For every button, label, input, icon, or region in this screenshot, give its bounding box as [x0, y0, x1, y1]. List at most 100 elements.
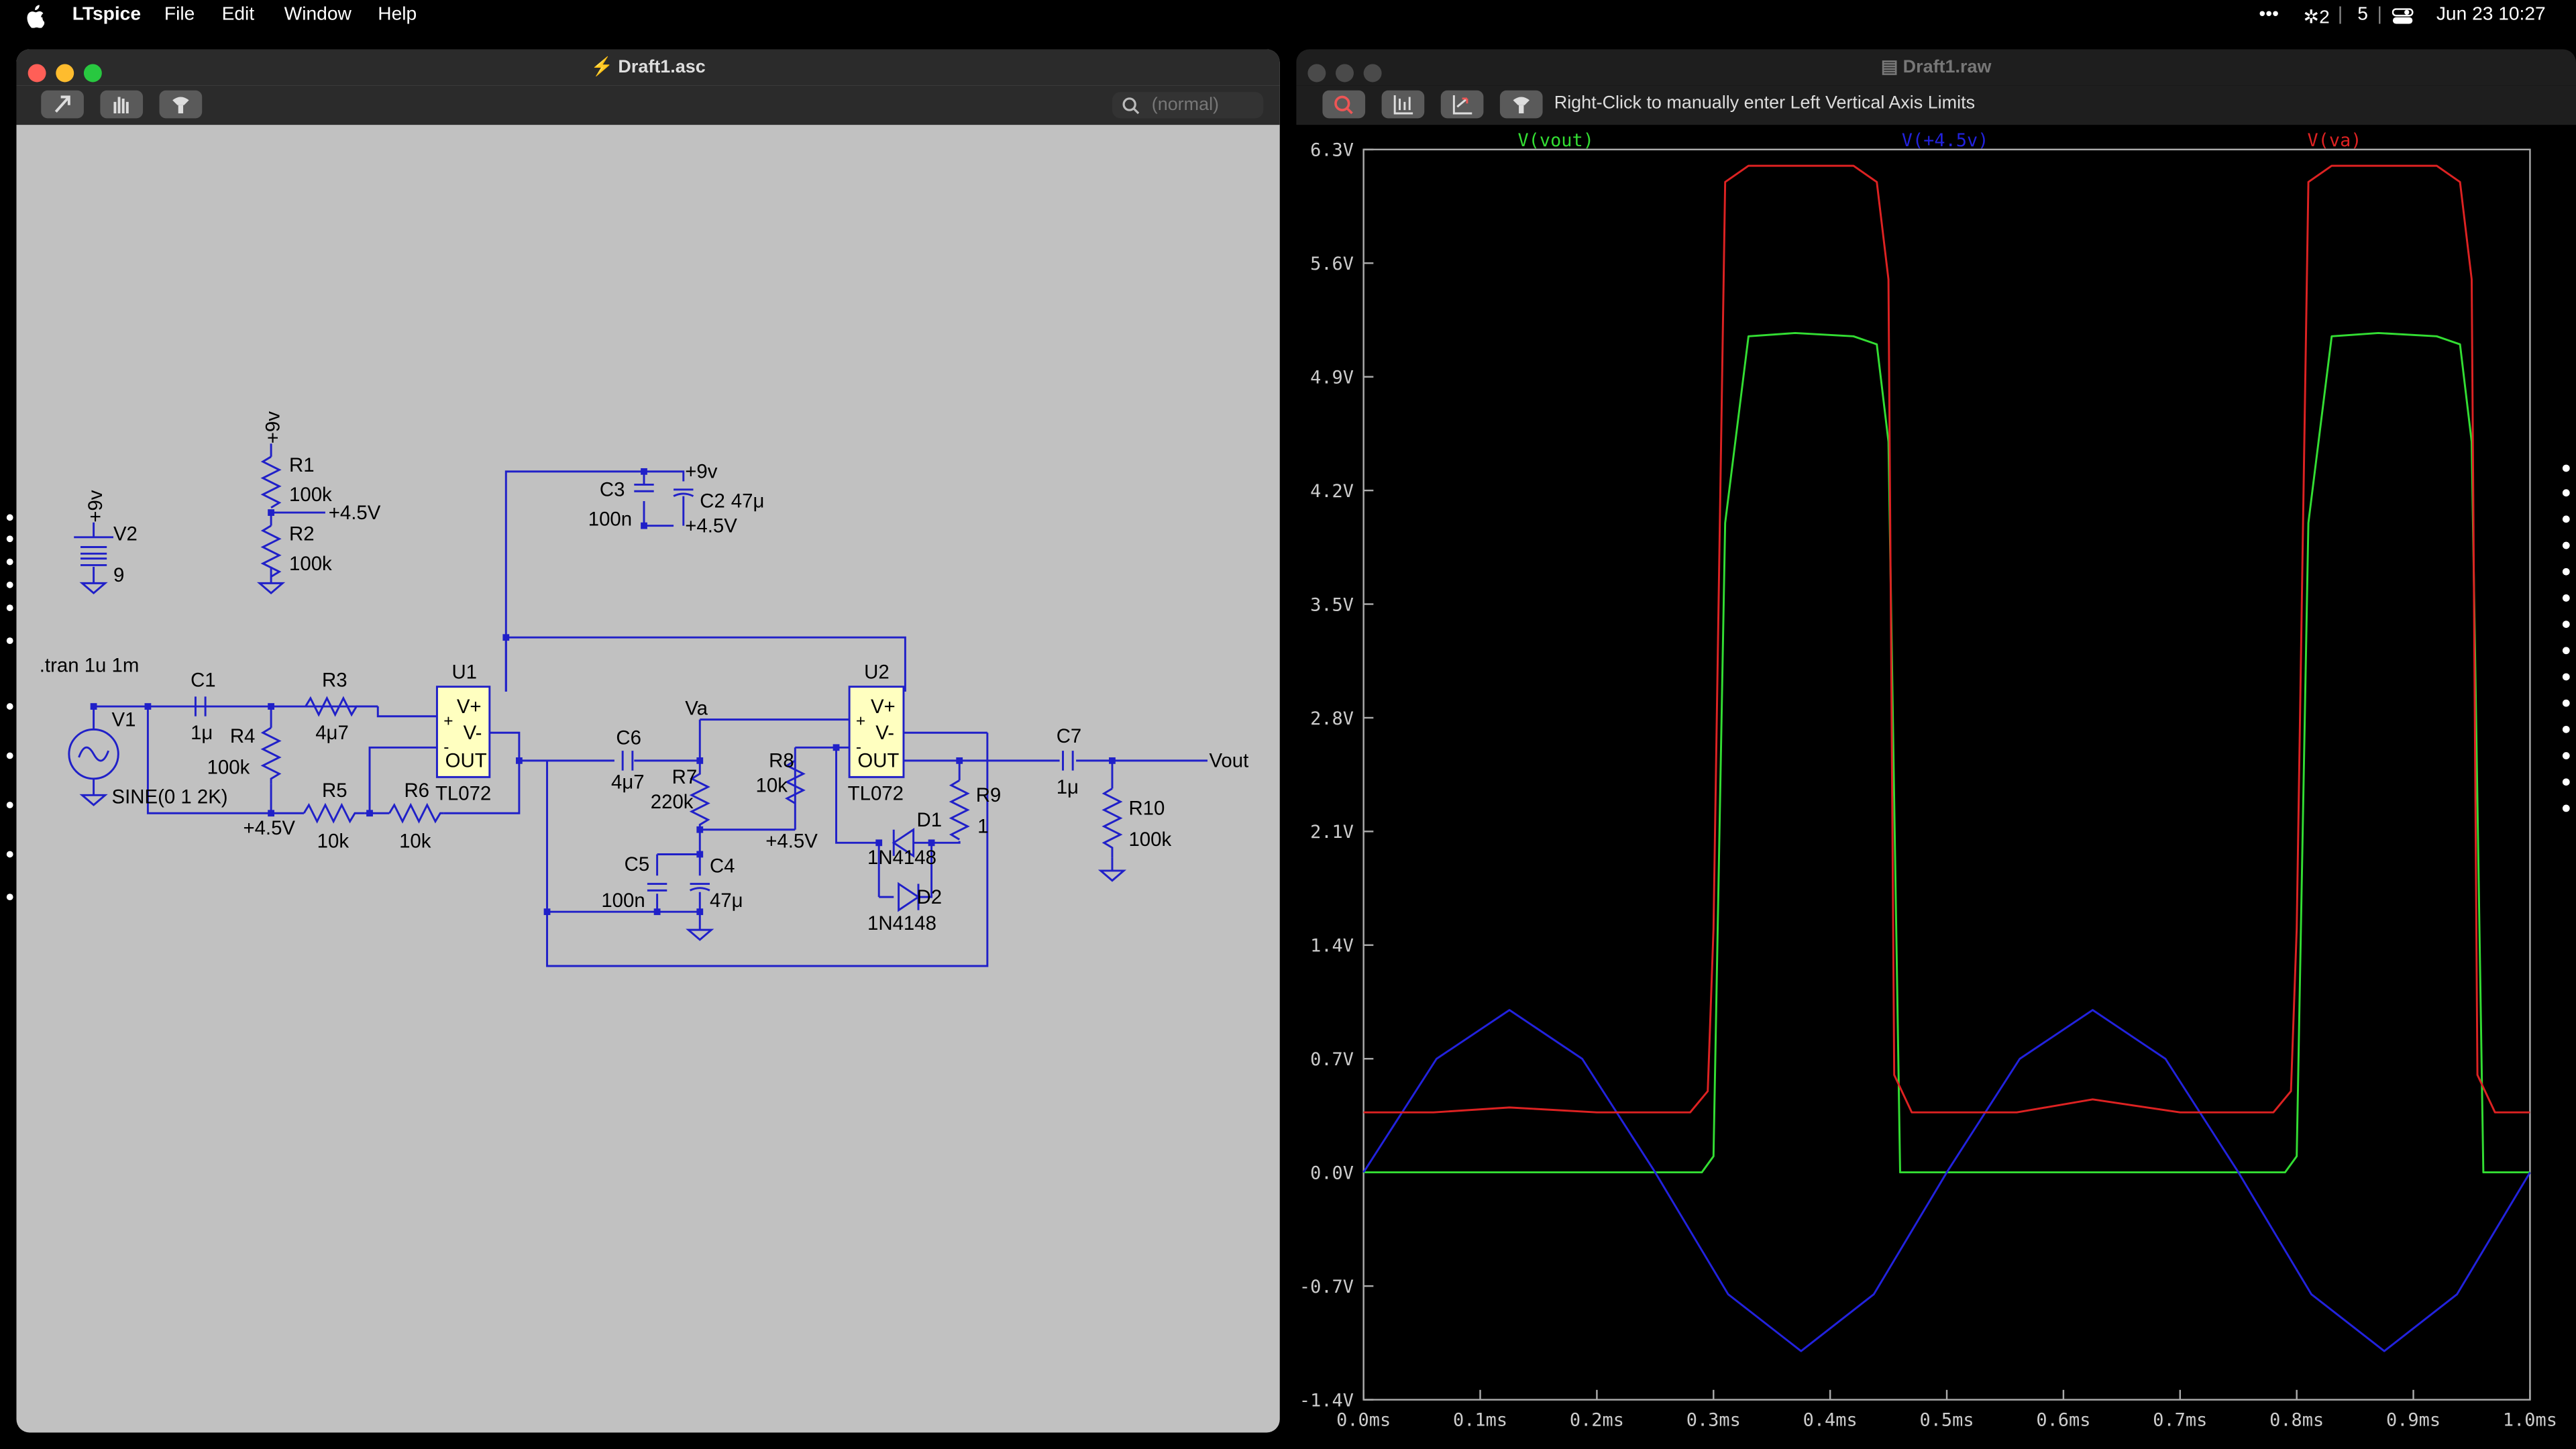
resistor-r5[interactable] — [303, 802, 365, 824]
c5-label[interactable]: C5 — [625, 853, 650, 875]
resistor-r1[interactable] — [260, 455, 282, 508]
apple-logo-icon[interactable] — [25, 5, 45, 28]
legend-entry[interactable]: V(vout) — [1517, 130, 1593, 151]
close-button[interactable] — [1307, 64, 1326, 83]
schematic-canvas[interactable]: .tran 1u 1m V1 SINE(0 1 2K) V2 9 +9v +9v… — [16, 125, 1279, 1432]
r1-label[interactable]: R1 — [289, 454, 315, 476]
menu-window[interactable]: Window — [284, 5, 352, 25]
more-status-icon[interactable]: ••• — [2259, 5, 2279, 25]
c2-label[interactable]: C2 — [700, 490, 725, 513]
r8-label[interactable]: R8 — [769, 750, 794, 772]
wire[interactable] — [835, 747, 880, 898]
wire[interactable] — [146, 706, 305, 814]
c1-label[interactable]: C1 — [191, 669, 216, 692]
control-center-icon[interactable] — [2392, 8, 2414, 24]
v2-supply-label[interactable]: +9v — [85, 490, 107, 522]
c2-supply-label[interactable]: +9v — [685, 461, 717, 483]
r2-label[interactable]: R2 — [289, 523, 315, 545]
zoom-fit-button[interactable] — [1440, 90, 1484, 119]
legend-entry[interactable]: V(+4.5v) — [1902, 130, 1989, 151]
d1-model[interactable]: 1N4148 — [867, 847, 936, 869]
c2-value[interactable]: 47μ — [731, 490, 765, 513]
zoom-tool-button[interactable] — [1322, 90, 1366, 119]
r9-value[interactable]: 1 — [977, 816, 988, 838]
u1-label[interactable]: U1 — [451, 661, 477, 683]
series-line-3[interactable] — [1363, 164, 2530, 1114]
menu-edit[interactable]: Edit — [221, 5, 255, 25]
r2-value[interactable]: 100k — [289, 553, 332, 575]
r4-supply-label[interactable]: +4.5V — [243, 817, 295, 839]
resistor-r8[interactable] — [784, 759, 806, 804]
c4-label[interactable]: C4 — [710, 855, 735, 877]
vout-net-label[interactable]: Vout — [1209, 750, 1248, 772]
c4-value[interactable]: 47μ — [710, 890, 743, 912]
r8-supply-label[interactable]: +4.5V — [765, 830, 818, 853]
r5-label[interactable]: R5 — [322, 780, 347, 802]
wire[interactable] — [546, 733, 989, 967]
r4-label[interactable]: R4 — [230, 725, 256, 747]
capacitor-c1[interactable] — [194, 696, 207, 716]
c7-label[interactable]: C7 — [1057, 725, 1082, 747]
zoom-button[interactable] — [1363, 64, 1382, 83]
c1-value[interactable]: 1μ — [191, 722, 213, 744]
d2-label[interactable]: D2 — [917, 886, 943, 908]
c6-value[interactable]: 4μ7 — [611, 771, 645, 794]
minimize-button[interactable] — [1336, 64, 1354, 83]
c7-value[interactable]: 1μ — [1057, 776, 1079, 798]
legend-entry[interactable]: V(va) — [2307, 130, 2361, 151]
r7-value[interactable]: 220k — [651, 791, 694, 813]
v2-value[interactable]: 9 — [113, 564, 124, 586]
r4-value[interactable]: 100k — [207, 756, 250, 778]
c3-label[interactable]: C3 — [600, 479, 625, 501]
ltspice-logo-button[interactable] — [1499, 90, 1543, 119]
resistor-r2[interactable] — [260, 525, 282, 578]
capacitor-c6[interactable] — [621, 751, 634, 771]
r5-value[interactable]: 10k — [317, 830, 350, 853]
d1-label[interactable]: D1 — [917, 809, 943, 831]
resistor-r10[interactable] — [1102, 788, 1123, 858]
series-line-2[interactable] — [1362, 1009, 2531, 1352]
wire[interactable] — [504, 636, 906, 692]
menu-app-name[interactable]: LTspice — [72, 5, 142, 25]
status-number[interactable]: 5 — [2357, 5, 2368, 25]
capacitor-c3[interactable] — [634, 483, 654, 492]
va-net-label[interactable]: Va — [685, 697, 708, 719]
capacitor-c2[interactable] — [673, 488, 694, 497]
wire[interactable] — [489, 731, 521, 761]
bluetooth-status-icon[interactable]: ✲2 — [2303, 8, 2330, 28]
r10-value[interactable]: 100k — [1128, 828, 1171, 851]
c5-value[interactable]: 100n — [601, 890, 645, 912]
r8-value[interactable]: 10k — [756, 774, 788, 796]
c6-label[interactable]: C6 — [616, 727, 641, 749]
clock[interactable]: Jun 23 10:27 — [2436, 5, 2546, 25]
v1-label[interactable]: V1 — [112, 708, 136, 731]
capacitor-c5[interactable] — [647, 883, 667, 892]
autorange-button[interactable] — [1381, 90, 1425, 119]
close-button[interactable] — [28, 64, 46, 83]
resistor-r7[interactable] — [689, 760, 710, 830]
waveform-plot[interactable]: 6.3V5.6V4.9V4.2V3.5V2.8V2.1V1.4V0.7V0.0V… — [1296, 125, 2576, 1432]
capacitor-c7[interactable] — [1062, 751, 1074, 771]
resistor-r3[interactable] — [305, 696, 378, 717]
r1-supply-label[interactable]: +9v — [262, 411, 284, 443]
halt-button[interactable] — [100, 90, 144, 119]
r7-label[interactable]: R7 — [672, 766, 698, 788]
zoom-button[interactable] — [83, 64, 102, 83]
c3-value[interactable]: 100n — [588, 508, 632, 531]
minimize-button[interactable] — [56, 64, 74, 83]
diode-d2[interactable] — [898, 881, 920, 912]
resistor-r4[interactable] — [260, 727, 282, 784]
resistor-r6[interactable] — [388, 802, 444, 824]
r3-value[interactable]: 4μ7 — [315, 722, 349, 744]
u1-model[interactable]: TL072 — [435, 783, 491, 805]
opamp-u2[interactable] — [848, 686, 905, 778]
capacitor-c4[interactable] — [689, 883, 710, 892]
u2-label[interactable]: U2 — [864, 661, 890, 683]
r3-label[interactable]: R3 — [322, 669, 347, 692]
ltspice-logo-button[interactable] — [159, 90, 203, 119]
v2-label[interactable]: V2 — [113, 523, 138, 545]
sine-source-v1[interactable] — [68, 728, 119, 780]
wire[interactable] — [376, 706, 437, 718]
battery-v2[interactable] — [74, 536, 113, 566]
r1-value[interactable]: 100k — [289, 484, 332, 506]
